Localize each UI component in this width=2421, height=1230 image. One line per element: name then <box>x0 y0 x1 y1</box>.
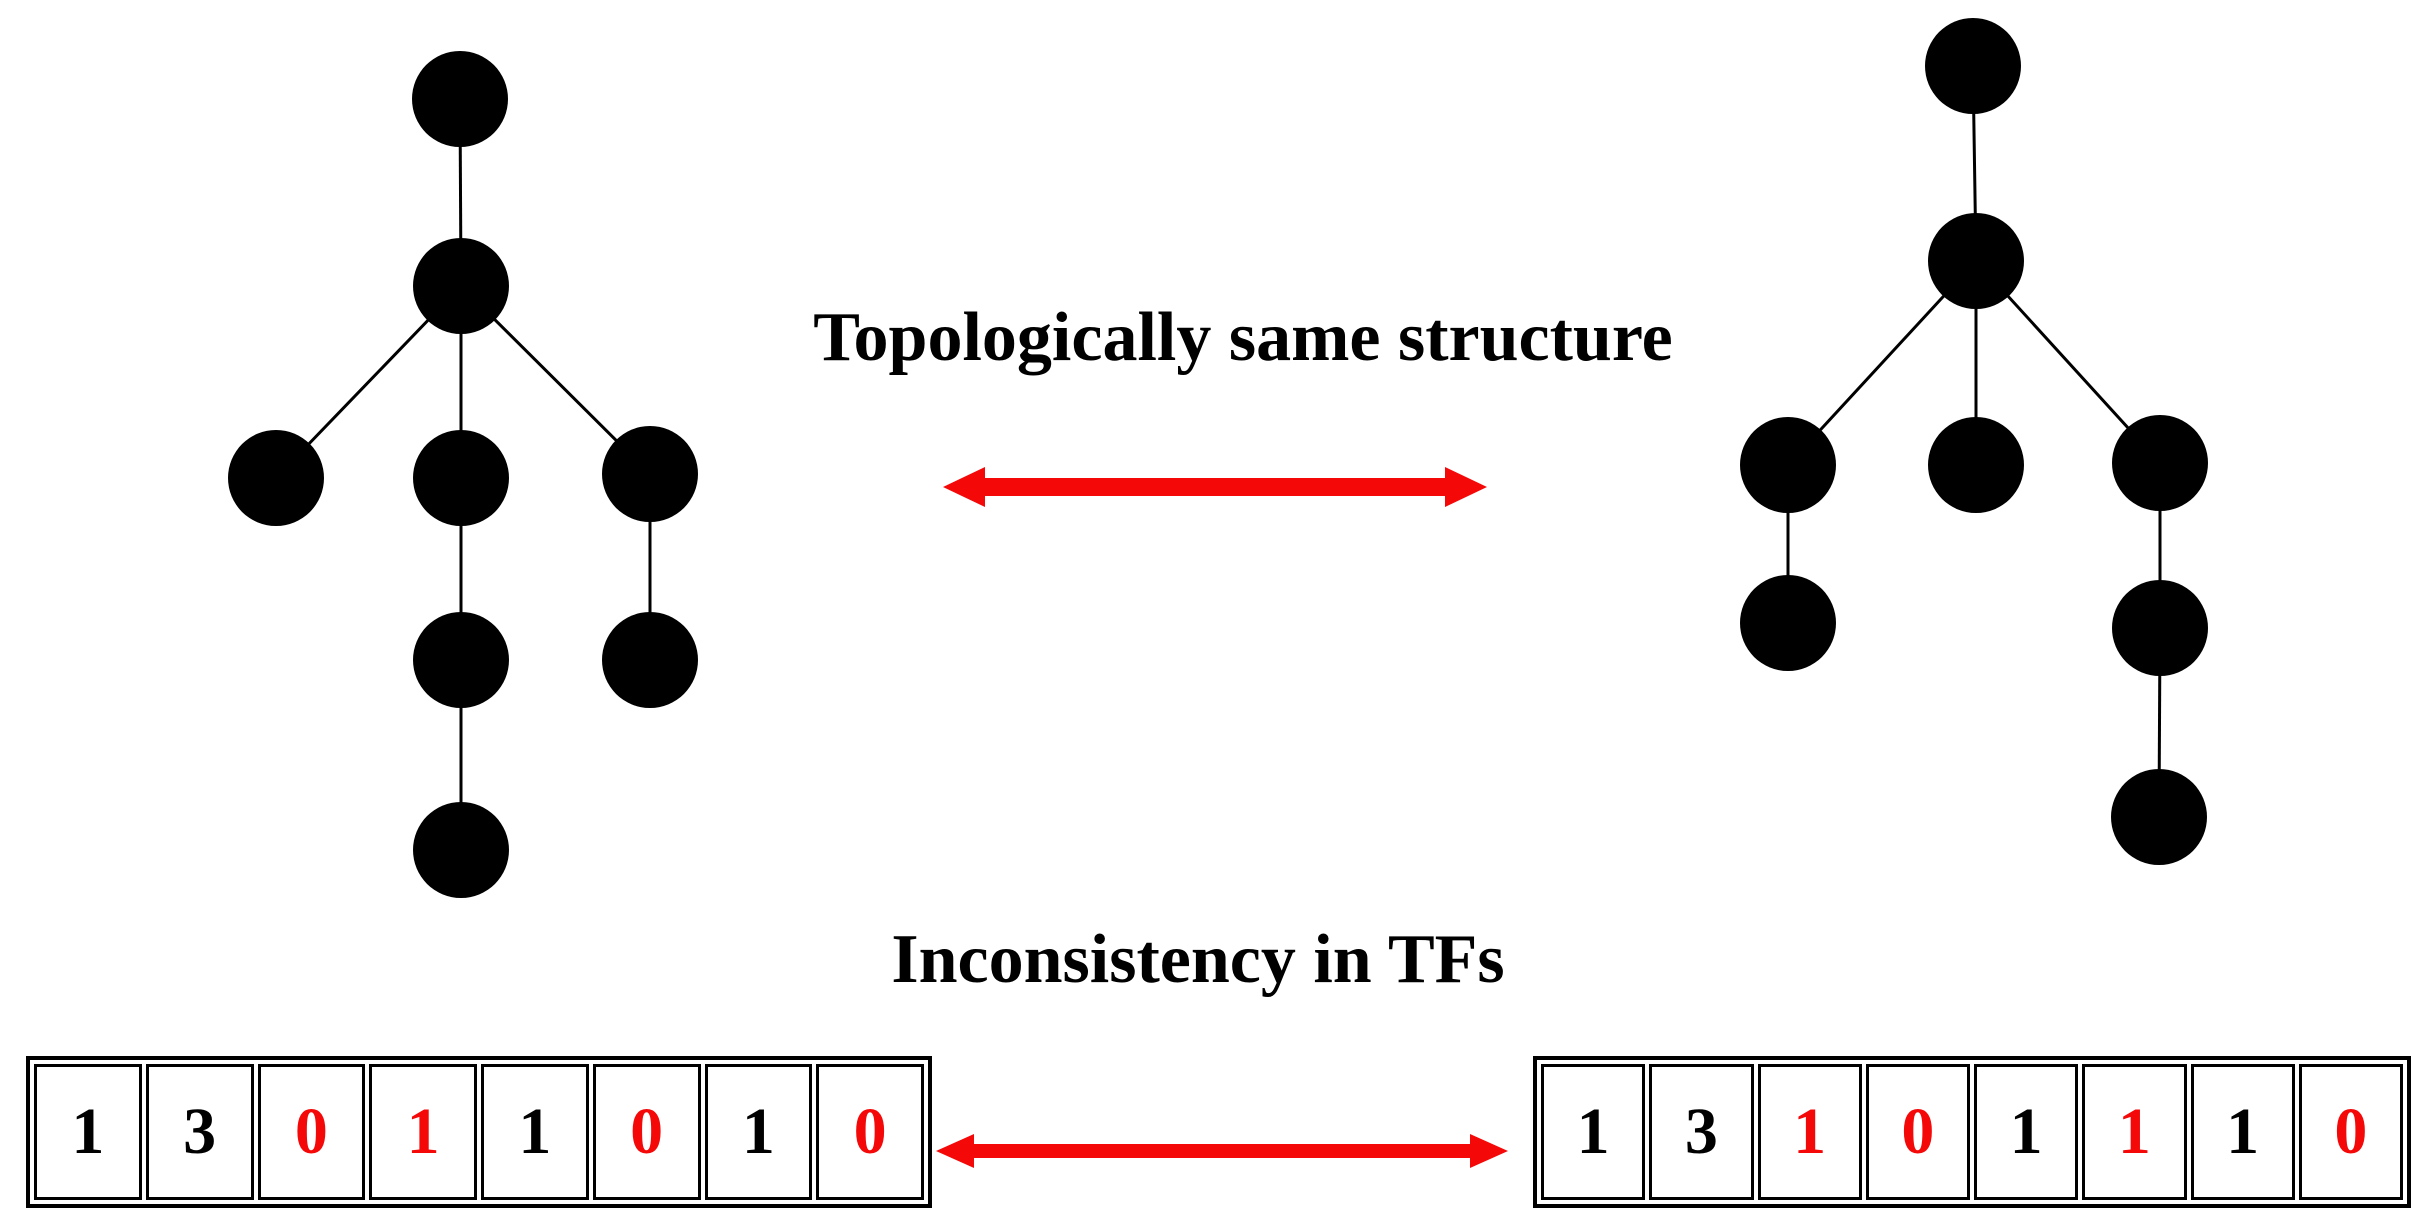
tf-cell: 0 <box>816 1064 924 1200</box>
left-tree <box>228 51 698 898</box>
left-tree-node-gg-mid <box>413 612 509 708</box>
tf-cell: 1 <box>704 1064 813 1200</box>
right-tree-node-gg-left <box>1740 575 1836 671</box>
structure-equivalence-arrow <box>943 467 1487 507</box>
right-tree-node-leaf-bottom <box>2111 769 2207 865</box>
tf-cell: 0 <box>257 1064 366 1200</box>
right-tree-node-grand-mid <box>1928 417 2024 513</box>
tf-cell: 1 <box>369 1064 477 1200</box>
tf-cell-value: 1 <box>2009 1095 2043 1168</box>
left-tree-node-leaf-bottom <box>413 802 509 898</box>
structure-label: Topologically same structure <box>813 299 1673 376</box>
left-tree-node-grand-right <box>602 426 698 522</box>
left-tree-node-grand-left <box>228 430 324 526</box>
tf-cell: 1 <box>1541 1064 1646 1200</box>
right-tree-node-child-1 <box>1928 213 2024 309</box>
tf-cell: 1 <box>2190 1064 2295 1200</box>
tf-cell-value: 1 <box>1793 1095 1827 1168</box>
tf-cell-value: 3 <box>183 1095 217 1168</box>
tf-cell-value: 0 <box>294 1095 328 1168</box>
tf-vector-right: 1 3 1 0 1 1 1 0 <box>1533 1056 2411 1208</box>
tf-cell-value: 0 <box>1901 1095 1935 1168</box>
tf-cell: 1 <box>2082 1064 2187 1200</box>
tf-cell-value: 1 <box>1576 1095 1610 1168</box>
tf-cell-value: 1 <box>71 1095 105 1168</box>
right-tree-node-grand-right <box>2112 415 2208 511</box>
tf-cell-value: 0 <box>853 1095 887 1168</box>
tf-cell-value: 1 <box>2226 1095 2260 1168</box>
tf-inconsistency-arrow <box>936 1134 1508 1168</box>
right-tree <box>1740 18 2208 865</box>
right-tree-node-grand-left <box>1740 417 1836 513</box>
tf-cell: 3 <box>1649 1064 1754 1200</box>
tf-cell: 0 <box>592 1064 701 1200</box>
tf-cell: 1 <box>481 1064 589 1200</box>
left-tree-node-root <box>412 51 508 147</box>
right-tree-node-root <box>1925 18 2021 114</box>
tf-cell: 1 <box>34 1064 142 1200</box>
left-tree-node-child-1 <box>413 238 509 334</box>
tf-cell-value: 1 <box>406 1095 440 1168</box>
tf-cell-value: 1 <box>518 1095 552 1168</box>
tf-cell: 1 <box>1757 1064 1862 1200</box>
tf-cell-value: 1 <box>2117 1095 2151 1168</box>
tf-cell-value: 0 <box>630 1095 664 1168</box>
tf-cell: 0 <box>2298 1064 2403 1200</box>
tf-cell: 1 <box>1974 1064 2079 1200</box>
tf-label: Inconsistency in TFs <box>891 921 1505 998</box>
tf-cell-value: 0 <box>2334 1095 2368 1168</box>
tf-vector-left: 1 3 0 1 1 0 1 0 <box>26 1056 932 1208</box>
left-tree-node-gg-right <box>602 612 698 708</box>
right-tree-node-gg-right <box>2112 580 2208 676</box>
tf-cell-value: 1 <box>741 1095 775 1168</box>
tf-cell: 3 <box>145 1064 254 1200</box>
left-tree-node-grand-mid <box>413 430 509 526</box>
tf-cell: 0 <box>1865 1064 1970 1200</box>
tf-cell-value: 3 <box>1684 1095 1718 1168</box>
